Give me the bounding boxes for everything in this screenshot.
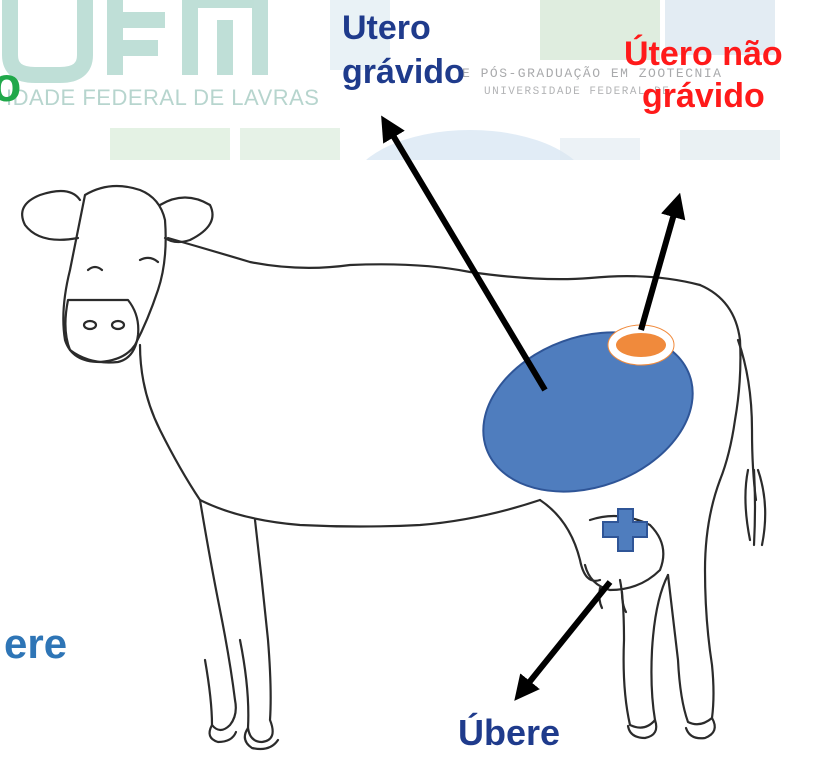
pregnant-uterus-label-line1: Utero	[342, 6, 465, 50]
udder-label: Úbere	[458, 712, 560, 754]
pregnant-uterus-arrow	[385, 122, 545, 390]
udder-arrow	[519, 582, 610, 695]
non-pregnant-uterus-label-line2: grávido	[624, 75, 783, 117]
non-pregnant-uterus-label-line1: Útero não	[624, 33, 783, 75]
pregnant-uterus-label: Utero grávido	[342, 6, 465, 94]
pregnant-uterus-label-line2: grávido	[342, 50, 465, 94]
side-text-blue-fragment: ere	[4, 620, 67, 668]
pregnant-uterus-shape	[461, 305, 715, 520]
side-text-green-fragment: o	[0, 58, 21, 113]
cow-illustration	[22, 186, 765, 749]
non-pregnant-uterus-arrow	[641, 200, 678, 330]
non-pregnant-uterus-label: Útero não grávido	[624, 33, 783, 117]
non-pregnant-uterus-shape	[616, 333, 666, 357]
